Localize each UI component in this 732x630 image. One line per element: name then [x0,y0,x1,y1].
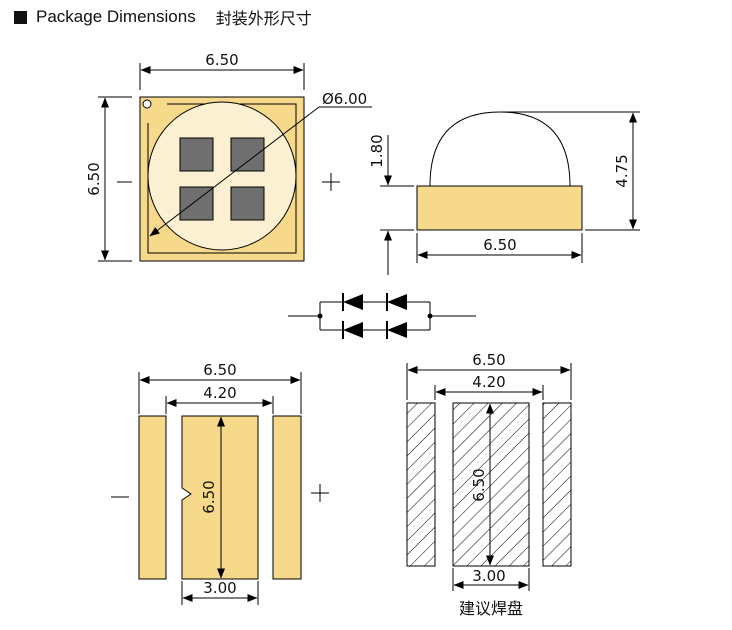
diode-icon [386,321,407,339]
polarity-mark-icon [142,99,152,109]
solder-pad-right [542,402,572,567]
solder-pad-left [406,402,436,567]
solder-center-width-label: 4.20 [472,373,505,391]
dome-height-label: 1.80 [368,134,386,167]
led-chip-4 [230,186,265,221]
lens-diameter-label: Ø6.00 [322,90,367,108]
led-chip-2 [230,137,265,172]
bottom-total-width-label: 6.50 [203,361,236,379]
title-chinese: 封装外形尺寸 [215,9,312,28]
diameter-leader-line [149,106,320,237]
bottom-pad-left [138,415,167,580]
circuit-symbol [288,293,476,339]
diode-icon [386,293,407,311]
total-height-label: 4.75 [613,154,631,187]
solder-pad-center [452,402,530,567]
diode-icon [342,293,363,311]
side-width-label: 6.50 [483,236,516,254]
side-view-body [416,185,583,231]
side-view: 1.80 4.75 6.50 [368,111,640,275]
side-view-dome [429,111,571,187]
bottom-pad-length-label: 6.50 [200,480,218,513]
bottom-pad-center [181,415,259,580]
bottom-view: 6.50 4.20 6.50 3.00 [111,361,329,605]
diode-icon [342,321,363,339]
junction-dot [427,313,433,319]
bottom-pad-right [272,415,302,580]
top-width-label: 6.50 [205,51,238,69]
bottom-center-width-label: 4.20 [203,384,236,402]
solder-total-width-label: 6.50 [472,351,505,369]
lens-circle [147,101,297,251]
top-view-inner-outline [147,103,297,254]
top-height-label: 6.50 [85,162,103,195]
title-english: Package Dimensions [36,7,196,26]
junction-dot [317,313,323,319]
solder-pad-length-label: 6.50 [470,468,488,501]
bottom-gap-label: 3.00 [203,579,236,597]
solder-pad-view: 6.50 4.20 6.50 3.00 建议焊盘 [406,351,572,618]
led-chip-1 [179,137,214,172]
top-view: Ø6.00 6.50 6.50 [85,51,372,262]
section-header: Package Dimensions 封装外形尺寸 [14,4,312,30]
solder-pad-caption: 建议焊盘 [459,599,523,618]
bullet-square-icon [14,10,27,24]
solder-gap-label: 3.00 [472,567,505,585]
